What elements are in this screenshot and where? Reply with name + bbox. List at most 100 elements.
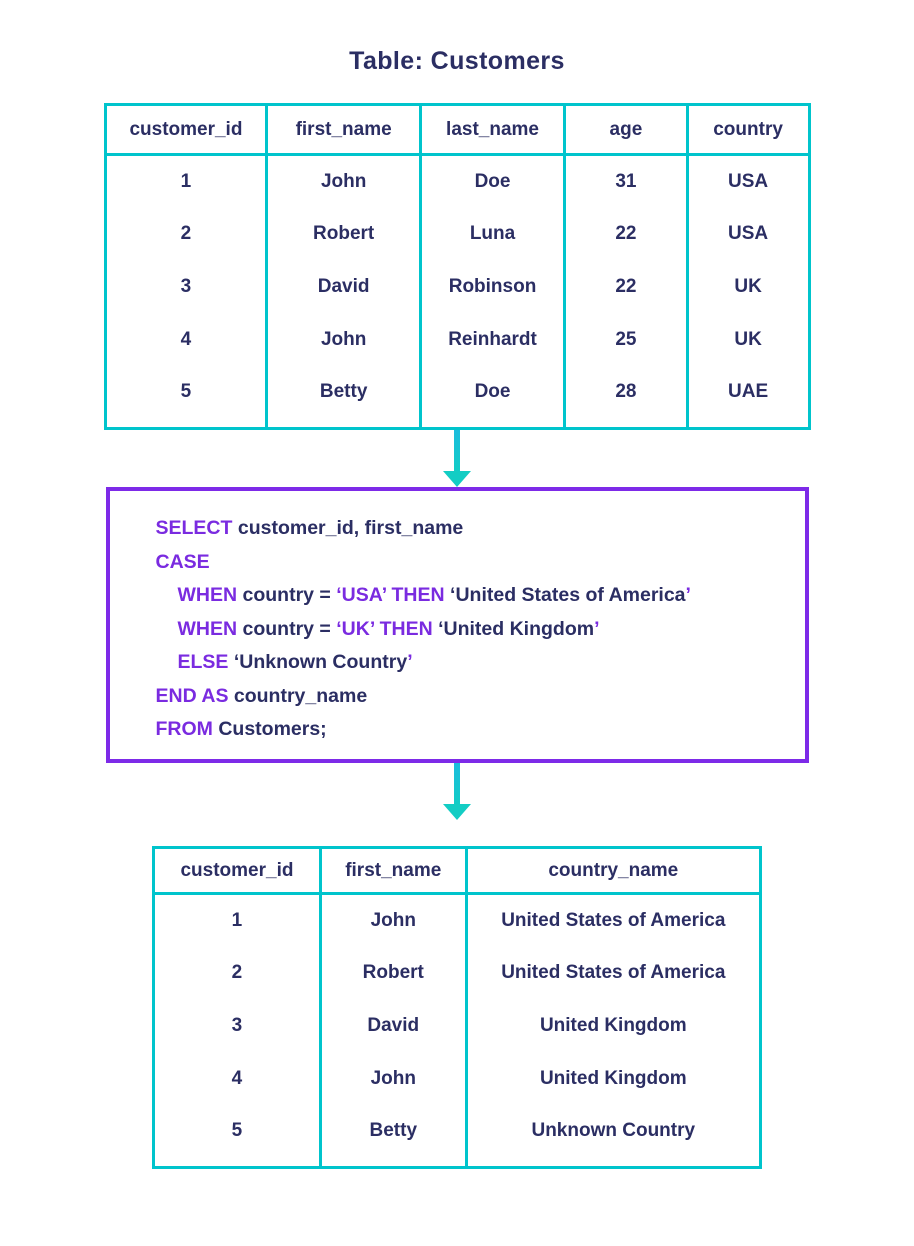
sql-keyword: CASE [155,550,210,573]
table-cell: Betty [318,1105,468,1168]
sql-text: country = [237,617,337,640]
sql-keyword: END AS [155,684,229,707]
table-cell: 2 [103,207,269,261]
column-header: customer_id [103,103,269,156]
sql-keyword: ‘USA’ [336,584,387,606]
sql-text: ‘United Kingdom [432,617,595,640]
table-cell: John [265,313,422,367]
table-cell: United Kingdom [464,1052,763,1106]
sql-line: WHEN country = ‘USA’ THEN ‘United States… [156,579,795,613]
table-cell: United Kingdom [464,999,763,1053]
column-header: country_name [464,846,763,895]
sql-keyword: ‘UK’ [336,617,375,640]
sql-keyword: FROM [155,718,213,740]
arrow-head [443,471,471,487]
table-cell: 3 [103,260,269,314]
table-cell: Robert [265,207,422,261]
table-cell: 3 [152,999,322,1053]
table-cell: 5 [152,1105,322,1168]
column-header: age [563,103,689,156]
column-header: customer_id [152,846,322,895]
table-cell: Unknown Country [464,1105,763,1168]
table-cell: David [265,260,422,314]
table-cell: 22 [563,260,689,314]
table-cell: United States of America [464,893,763,947]
table-cell: John [265,154,422,208]
table-cell: Luna [418,207,567,261]
sql-line: ELSE ‘Unknown Country’ [156,646,795,680]
sql-text: Customers; [212,718,327,740]
column-header: country [685,103,811,156]
table-cell: John [318,1052,468,1106]
table-cell: David [318,999,468,1053]
table-cell: UK [685,260,811,314]
sql-line: CASE [156,546,795,580]
table-cell: United States of America [464,946,763,1000]
sql-text: customer_id, first_name [232,517,464,539]
arrow-stem [454,430,460,471]
table-cell: USA [685,207,811,261]
table-cell: 22 [563,207,689,261]
sql-text: country = [237,584,337,606]
sql-keyword: ’ [594,617,600,640]
table-cell: Reinhardt [418,313,567,367]
table-cell: 25 [563,313,689,367]
arrow-head [443,804,471,820]
sql-line: END AS country_name [156,680,795,714]
table-cell: John [318,893,468,947]
column-header: first_name [318,846,468,895]
table-cell: Robinson [418,260,567,314]
column-header: last_name [418,103,567,156]
table-cell: UAE [685,366,811,429]
table-cell: 31 [563,154,689,208]
table-cell: 4 [103,313,269,367]
table-cell: Doe [418,366,567,429]
sql-text: ‘United States of America [444,584,686,606]
sql-line: WHEN country = ‘UK’ THEN ‘United Kingdom… [156,613,795,647]
sql-keyword: ’ [685,584,691,606]
table-cell: 28 [563,366,689,429]
table-cell: USA [685,154,811,208]
sql-keyword: THEN [391,584,445,606]
table-cell: 1 [103,154,269,208]
sql-keyword: ’ [407,651,413,673]
sql-keyword: THEN [379,617,433,640]
table-cell: 1 [152,893,322,947]
sql-text: ‘Unknown Country [228,651,408,673]
sql-keyword: SELECT [155,517,233,539]
table-cell: 5 [103,366,269,429]
page-title: Table: Customers [349,47,565,75]
table-cell: 2 [152,946,322,1000]
arrow-down-icon [443,763,471,820]
sql-line: SELECT customer_id, first_name [156,512,795,546]
sql-keyword: WHEN [177,584,238,606]
arrow-down-icon [443,430,471,487]
arrow-stem [454,763,460,804]
table-cell: Robert [318,946,468,1000]
table-cell: UK [685,313,811,367]
column-header: first_name [265,103,422,156]
sql-text: country_name [228,684,368,707]
sql-line: FROM Customers; [156,713,795,747]
table-cell: Betty [265,366,422,429]
table-cell: Doe [418,154,567,208]
table-cell: 4 [152,1052,322,1106]
sql-keyword: WHEN [177,617,238,640]
sql-keyword: ELSE [177,651,229,673]
